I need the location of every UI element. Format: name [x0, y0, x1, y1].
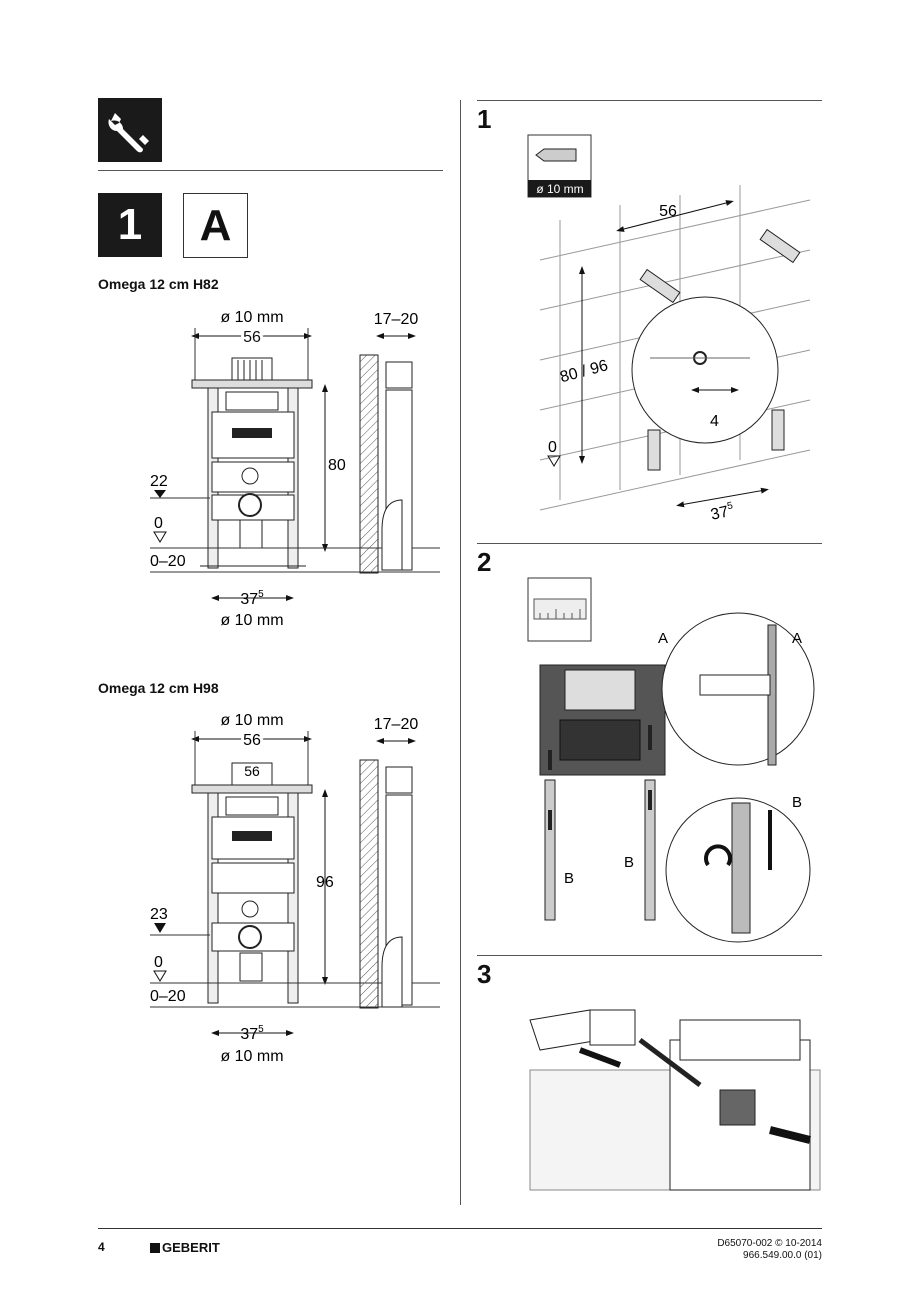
- step2-number: 2: [477, 547, 492, 577]
- s2-dim-diameter-top: ø 10 mm: [220, 712, 283, 729]
- s2-dim-level-23: 23: [150, 906, 168, 923]
- step1-dim-base: 375: [709, 500, 736, 524]
- s2-dim-diameter-bottom: ø 10 mm: [220, 1048, 283, 1065]
- section2-caption: Omega 12 cm H98: [98, 680, 219, 696]
- brand-name: GEBERIT: [162, 1240, 220, 1255]
- step1-dim-width: 56: [659, 203, 677, 220]
- step2-drawing: A B B A B: [527, 577, 815, 943]
- s2-dim-height: 96: [316, 874, 334, 891]
- s1-dim-level-22: 22: [150, 473, 168, 490]
- step2-label-b1: B: [564, 870, 574, 887]
- step1-rule: [477, 100, 822, 101]
- step1-drawing: ø 10 mm 56 80 / 96 0 4 375: [527, 134, 811, 524]
- s1-dim-level-0: 0: [154, 515, 163, 532]
- section1-drawing: ø 10 mm 56 80 22 0 0–20 17–20 375 ø 10 m…: [150, 309, 440, 629]
- step3-drawing: [529, 1009, 821, 1191]
- doc-ref: D65070-002 © 10-2014: [717, 1238, 822, 1249]
- s1-dim-width: 56: [243, 329, 261, 346]
- step3-rule: [477, 955, 822, 956]
- s2-dim-range: 0–20: [150, 988, 186, 1005]
- drill-size-label: ø 10 mm: [536, 182, 583, 196]
- s1-dim-diameter-bottom: ø 10 mm: [220, 612, 283, 629]
- logo-square-icon: [150, 1242, 160, 1253]
- step2-label-b2: B: [624, 854, 634, 871]
- article-number: 966.549.00.0 (01): [743, 1250, 822, 1261]
- s2-dim-depth: 17–20: [374, 716, 419, 733]
- s2-dim-width: 56: [243, 732, 261, 749]
- brand-logo: GEBERIT: [150, 1240, 220, 1255]
- column-divider: [460, 100, 461, 1205]
- step2-label-a2: A: [792, 630, 802, 647]
- s2-dim-spacing: 375: [240, 1024, 264, 1043]
- header-rule: [98, 170, 443, 171]
- step-number-box: 1: [98, 193, 162, 257]
- variant-box: A: [183, 193, 248, 258]
- step3-number: 3: [477, 959, 492, 989]
- section2-drawing: ø 10 mm 56 56 96 23 0 0–20 17–20 375 ø 1…: [150, 712, 440, 1065]
- step2-label-b3: B: [792, 794, 802, 811]
- step1-dim-height: 80 / 96: [558, 357, 610, 386]
- step1-dim-detail: 4: [710, 413, 719, 430]
- s1-dim-range: 0–20: [150, 553, 186, 570]
- step1-dim-zero: 0: [548, 439, 557, 456]
- s1-dim-depth: 17–20: [374, 311, 419, 328]
- wrench-icon: [98, 98, 162, 162]
- step2-label-a1: A: [658, 630, 668, 647]
- step1-number: 1: [477, 104, 492, 134]
- footer-rule: [98, 1228, 822, 1229]
- s1-dim-height: 80: [328, 457, 346, 474]
- s1-dim-spacing: 375: [240, 589, 264, 608]
- s1-dim-diameter-top: ø 10 mm: [220, 309, 283, 326]
- footer-refs: D65070-002 © 10-2014 966.549.00.0 (01): [717, 1238, 822, 1262]
- s2-dim-level-0: 0: [154, 954, 163, 971]
- step2-rule: [477, 543, 822, 544]
- section1-caption: Omega 12 cm H82: [98, 276, 219, 292]
- page-number: 4: [98, 1240, 105, 1254]
- s2-dim-width-inner: 56: [244, 763, 260, 779]
